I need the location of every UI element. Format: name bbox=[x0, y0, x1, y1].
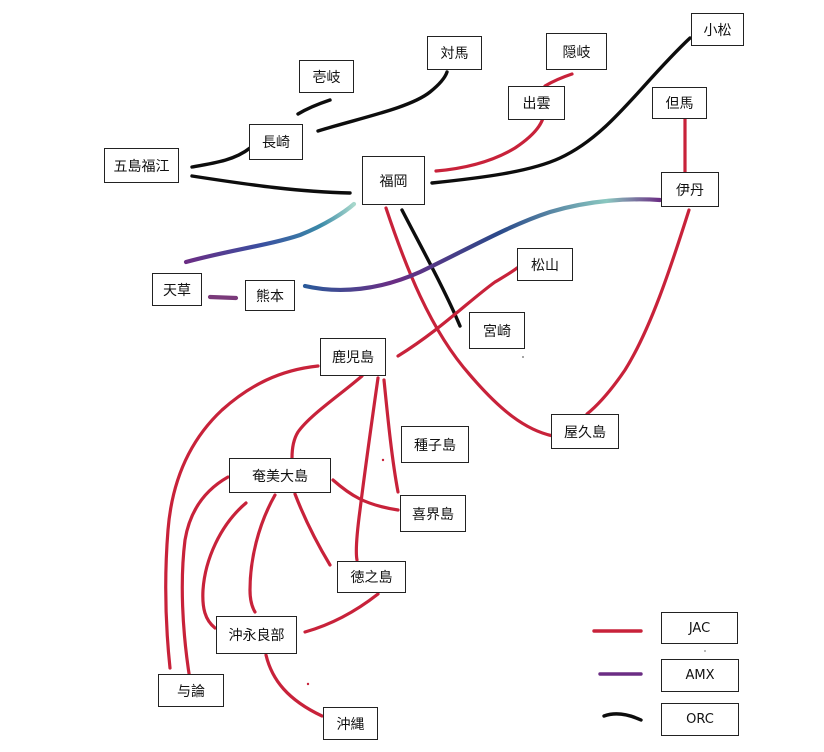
node-okinoerabu[interactable]: 沖永良部 bbox=[216, 616, 297, 654]
node-tokunoshima[interactable]: 徳之島 bbox=[337, 561, 406, 593]
node-itami[interactable]: 伊丹 bbox=[661, 172, 719, 207]
route-jac-amami-okinoerabu bbox=[248, 493, 277, 614]
route-orc-nagasaki-tsushima bbox=[316, 70, 449, 133]
route-jac-kagoshima-amami bbox=[290, 374, 364, 460]
route-amx-kumamoto-itami bbox=[302, 197, 663, 292]
route-orc-goto-nagasaki bbox=[190, 146, 252, 169]
route-jac-kagoshima-kikai bbox=[382, 378, 400, 494]
route-jac-amami-kikai bbox=[331, 478, 400, 512]
route-jac-itami-yakushima bbox=[585, 208, 691, 416]
route-jac-tokunoshima-okinoerabu bbox=[303, 592, 380, 634]
route-jac-kagoshima-tokunoshima bbox=[354, 376, 380, 562]
route-jac-amami-okinoerabu-2 bbox=[201, 501, 248, 630]
node-fukuoka[interactable]: 福岡 bbox=[362, 156, 425, 205]
node-kumamoto[interactable]: 熊本 bbox=[245, 280, 295, 311]
node-nagasaki[interactable]: 長崎 bbox=[249, 124, 303, 160]
node-tanegashima[interactable]: 種子島 bbox=[401, 426, 469, 463]
node-matsuyama[interactable]: 松山 bbox=[517, 248, 573, 281]
legend-label-amx: AMX bbox=[661, 659, 739, 692]
node-kikaijima[interactable]: 喜界島 bbox=[400, 495, 466, 532]
node-izumo[interactable]: 出雲 bbox=[508, 86, 565, 120]
route-jac-kagoshima-matsuyama bbox=[396, 266, 519, 358]
node-iki[interactable]: 壱岐 bbox=[299, 60, 354, 93]
legend-line-orc bbox=[602, 712, 643, 722]
legend-label-orc: ORC bbox=[661, 703, 739, 736]
scan-speck bbox=[704, 650, 706, 652]
route-jac-okinoerabu-okinawa bbox=[264, 653, 324, 718]
route-orc-goto-fukuoka bbox=[190, 174, 352, 195]
route-orc-fukuoka-komatsu bbox=[430, 36, 692, 185]
route-jac-kagoshima-yoron bbox=[164, 364, 320, 670]
node-komatsu[interactable]: 小松 bbox=[691, 13, 744, 46]
node-yakushima[interactable]: 屋久島 bbox=[551, 414, 619, 449]
route-orc-nagasaki-iki bbox=[296, 98, 332, 116]
node-amakusa[interactable]: 天草 bbox=[152, 273, 202, 306]
node-goto-fukue[interactable]: 五島福江 bbox=[104, 148, 179, 183]
node-yoron[interactable]: 与論 bbox=[158, 674, 224, 707]
legend-label-jac: JAC bbox=[661, 612, 738, 644]
node-tajima[interactable]: 但馬 bbox=[652, 87, 707, 119]
route-jac-amami-tokunoshima bbox=[293, 492, 332, 567]
scan-speck bbox=[306, 682, 310, 686]
node-tsushima[interactable]: 対馬 bbox=[427, 36, 482, 70]
route-jac-fukuoka-izumo bbox=[434, 116, 545, 173]
node-oki[interactable]: 隠岐 bbox=[546, 33, 607, 70]
node-okinawa[interactable]: 沖縄 bbox=[323, 707, 378, 740]
route-amx-amakusa-fukuoka bbox=[183, 201, 357, 265]
scan-speck bbox=[522, 356, 524, 358]
route-jac-amami-yoron bbox=[180, 475, 230, 682]
node-miyazaki[interactable]: 宮崎 bbox=[469, 312, 525, 349]
node-amami-oshima[interactable]: 奄美大島 bbox=[229, 458, 331, 493]
route-jac-fukuoka-yakushima bbox=[384, 206, 555, 438]
node-kagoshima[interactable]: 鹿児島 bbox=[320, 338, 386, 376]
route-amx-amakusa-kumamoto bbox=[207, 294, 239, 301]
route-jac-izumo-oki bbox=[543, 72, 574, 88]
scan-speck bbox=[381, 458, 385, 462]
